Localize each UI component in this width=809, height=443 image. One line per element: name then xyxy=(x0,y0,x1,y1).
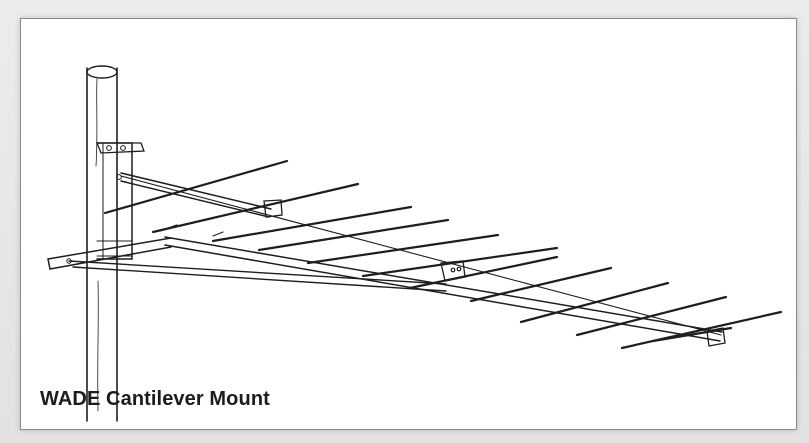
mounting-bracket xyxy=(96,142,145,260)
cantilever-arm xyxy=(47,237,447,292)
mast-pole xyxy=(86,65,118,422)
figure-card: WADE Cantilever Mount xyxy=(20,18,797,430)
antenna-elements xyxy=(103,159,783,350)
cantilever-mount-illustration xyxy=(47,65,783,422)
support-stay xyxy=(120,172,283,218)
figure-caption: WADE Cantilever Mount xyxy=(40,388,270,410)
